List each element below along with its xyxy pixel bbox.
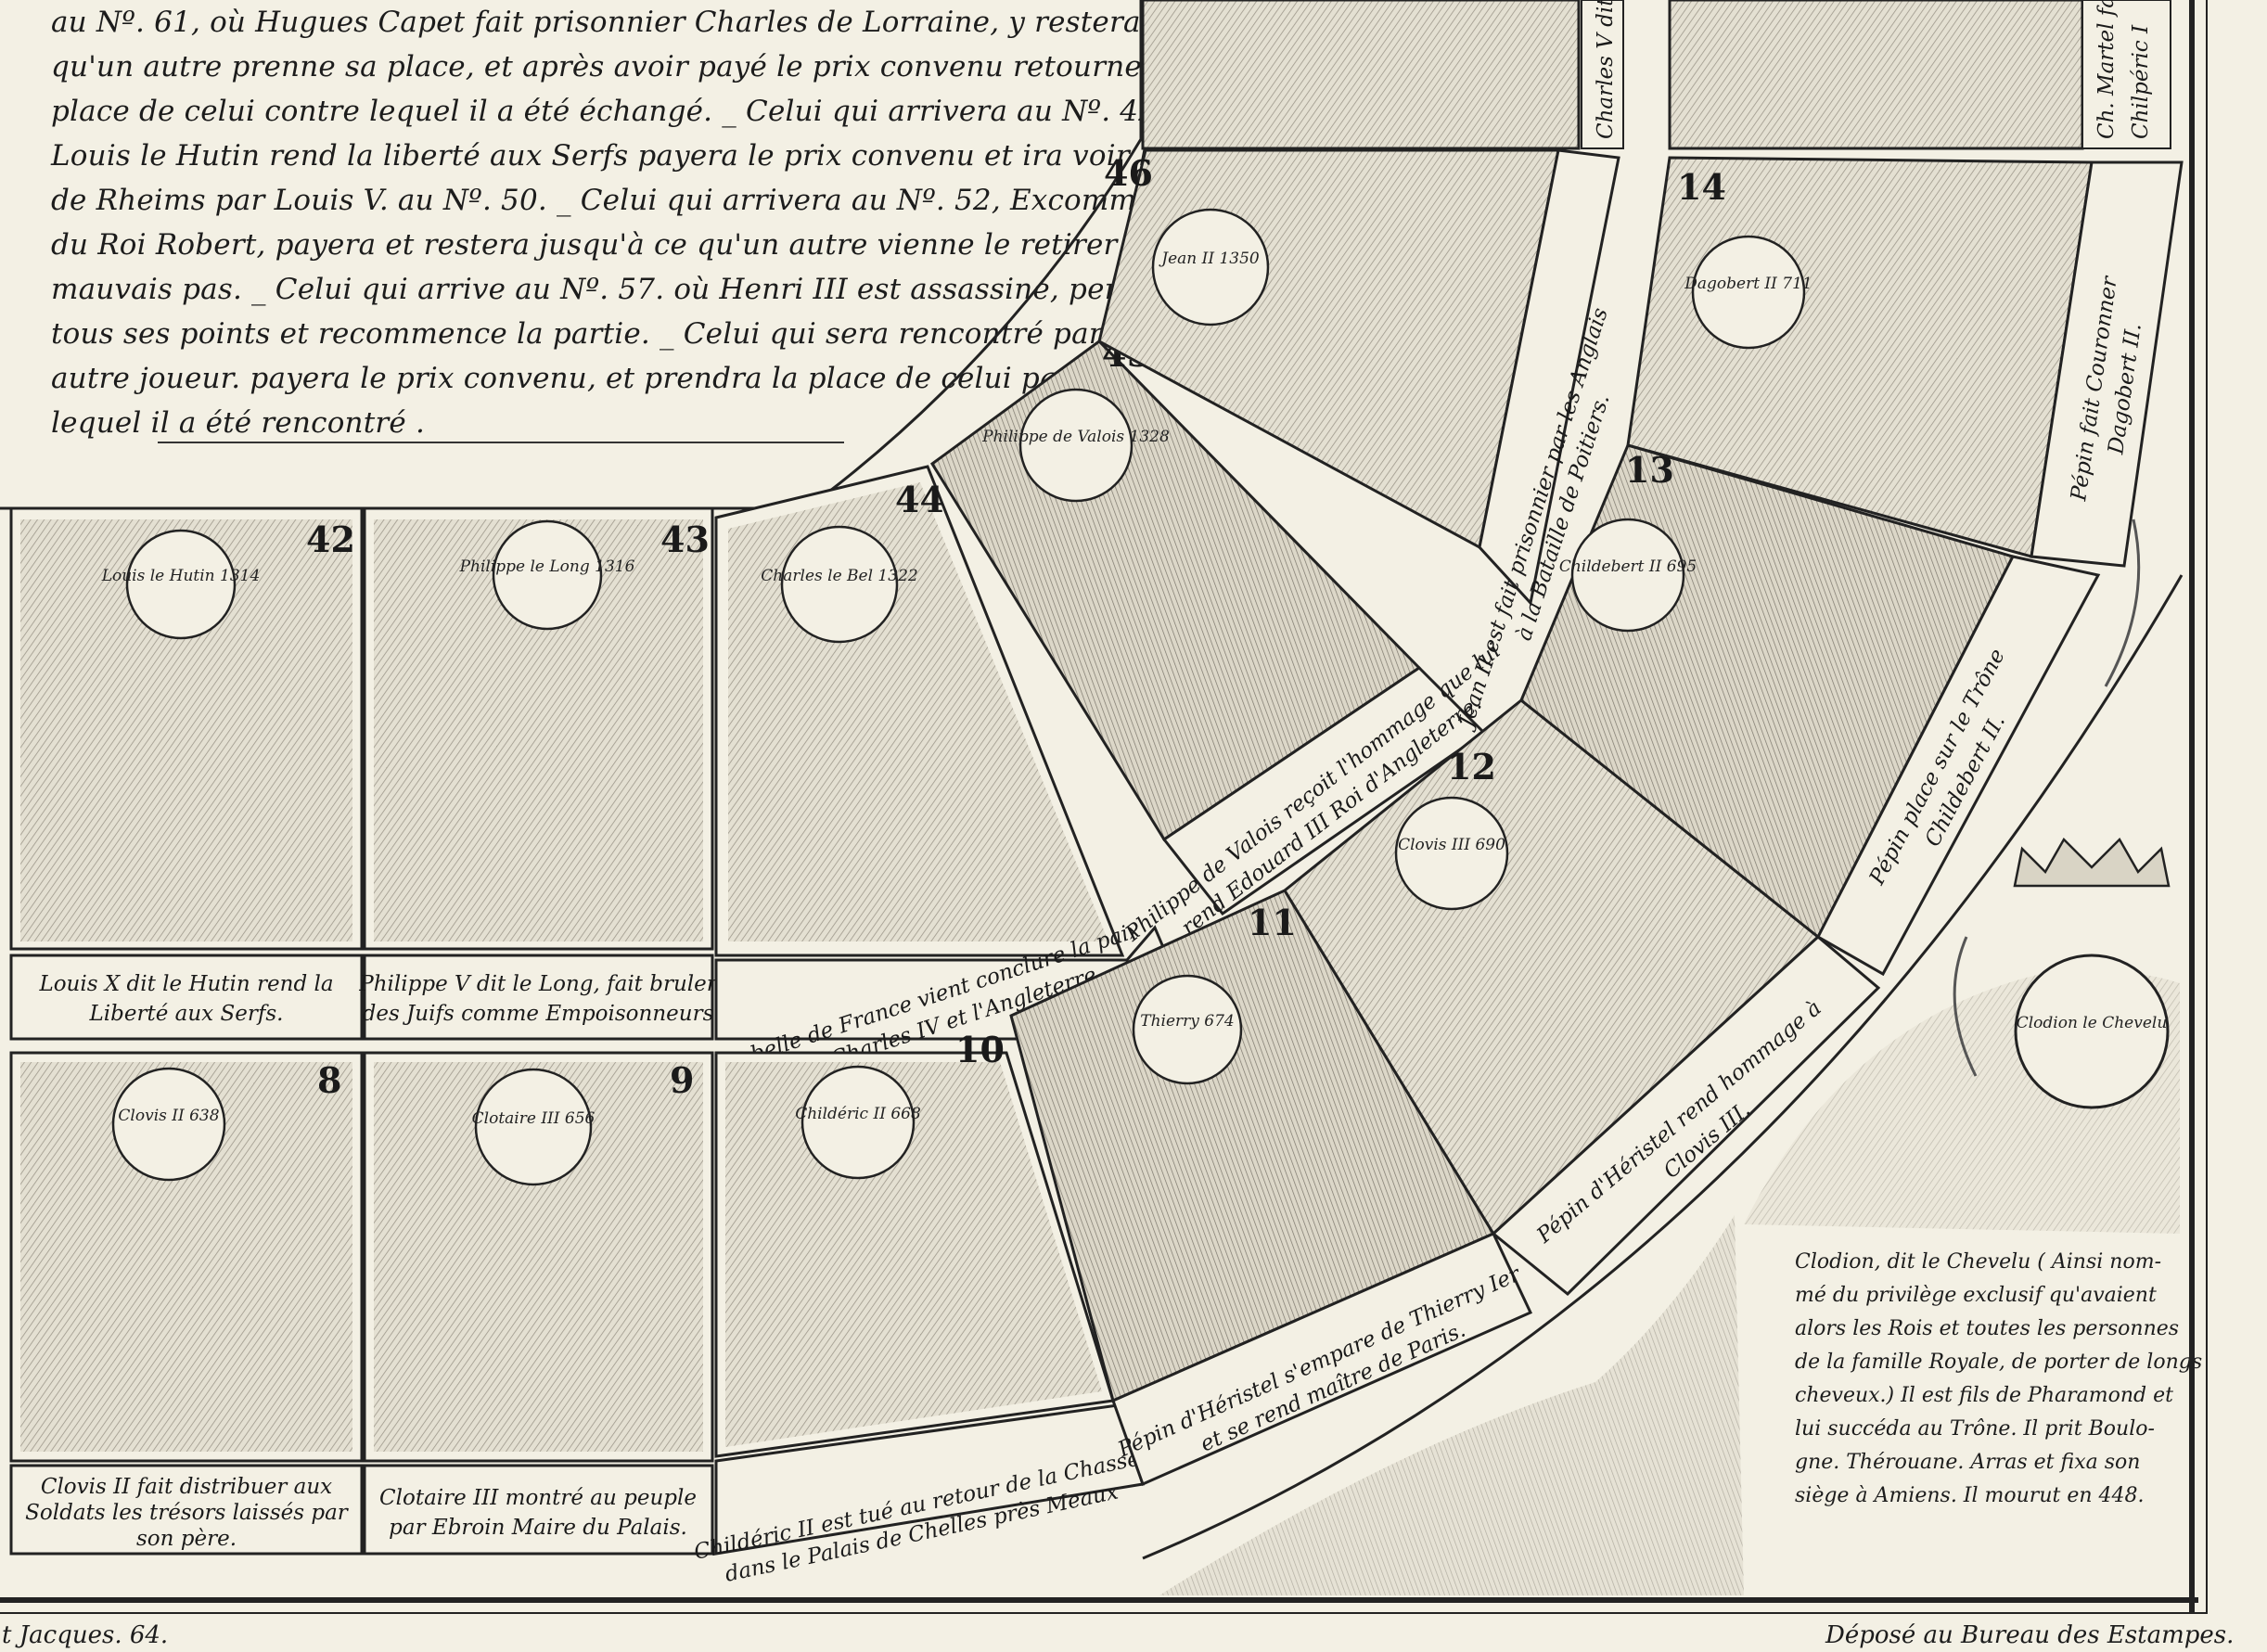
king-medallion [1394, 796, 1509, 911]
rules-line: tous ses points et recommence la partie.… [51, 317, 1150, 351]
medallion-label: Louis le Hutin 1314 [101, 567, 261, 585]
king-medallion [2014, 954, 2170, 1109]
rules-line: place de celui contre lequel il a été éc… [51, 95, 1203, 128]
rules-line: au Nº. 61, où Hugues Capet fait prisonni… [51, 6, 1299, 39]
crown-icon [2013, 837, 2171, 888]
king-medallion [800, 1065, 916, 1180]
clodion-line: Clodion, dit le Chevelu ( Ainsi nom- [1795, 1250, 2162, 1274]
medallion-label: Charles le Bel 1322 [761, 567, 917, 585]
cell-caption: Clotaire III montré au peuple [379, 1486, 697, 1510]
cell-number: 9 [670, 1059, 694, 1101]
rules-text: au Nº. 61, où Hugues Capet fait prisonni… [51, 0, 1299, 445]
cell-number: 43 [660, 519, 710, 560]
king-medallion [125, 529, 237, 640]
rules-line: Louis le Hutin rend la liberté aux Serfs… [51, 139, 1252, 173]
cell-12[interactable]: Clovis III 690 12 Pépin d'Héristel rend … [1283, 698, 1881, 1297]
cell-caption: Clovis II fait distribuer aux [41, 1475, 332, 1499]
top-cell-right: Ch. Martel fa Chilpéric I [1668, 0, 2171, 150]
medallion-label: Philippe de Valois 1328 [981, 428, 1170, 446]
clodion-line: lui succéda au Trône. Il prit Boulo- [1795, 1417, 2155, 1441]
laurel-icon [1953, 936, 1978, 1077]
divider-line [158, 442, 844, 443]
frame-border [2189, 0, 2195, 1612]
medallion-label: Childéric II 668 [795, 1105, 921, 1123]
cell-42[interactable]: Louis le Hutin 1314 42 Louis X dit le Hu… [9, 506, 364, 1041]
clodion-line: de la famille Royale, de porter de longs [1795, 1351, 2203, 1374]
medallion-label: Childebert II 695 [1559, 557, 1697, 576]
clodion-line: gne. Thérouane. Arras et fixa son [1795, 1451, 2141, 1474]
frame-border [0, 1597, 2198, 1603]
king-medallion [492, 519, 603, 631]
clodion-line: siège à Amiens. Il mourut en 448. [1795, 1484, 2145, 1507]
rules-line: du Roi Robert, payera et restera jusqu'à… [51, 228, 1206, 262]
cell-number: 10 [955, 1029, 1005, 1070]
cell-caption: par Ebroin Maire du Palais. [389, 1516, 687, 1540]
cell-caption: Liberté aux Serfs. [89, 1002, 284, 1026]
cell-number: 46 [1104, 152, 1153, 194]
king-medallion [1570, 518, 1685, 633]
medallion-label: Clodion le Chevelu [2017, 1014, 2168, 1032]
rules-line: de Rheims par Louis V. au Nº. 50. _ Celu… [51, 184, 1274, 217]
cell-number: 12 [1447, 746, 1496, 788]
cell-caption: Louis X dit le Hutin rend la [38, 972, 333, 996]
cell-number: 11 [1248, 902, 1297, 943]
cell-number: 44 [895, 479, 944, 520]
medallion-label: Philippe le Long 1316 [459, 557, 635, 576]
king-medallion [1018, 388, 1134, 503]
king-medallion [780, 525, 899, 644]
medallion-label: Dagobert II 711 [1684, 275, 1812, 293]
king-medallion [1691, 235, 1806, 350]
clodion-description: Clodion, dit le Chevelu ( Ainsi nom- mé … [1795, 1246, 2203, 1513]
cell-caption: son père. [136, 1527, 237, 1551]
track-outer-edge [1142, 574, 2184, 1560]
cell-caption: Ch. Martel fa [2094, 0, 2119, 139]
rules-line: autre joueur. payera le prix convenu, et… [51, 362, 1071, 395]
frame-border [0, 1612, 2208, 1614]
medallion-label: Clovis II 638 [118, 1107, 219, 1125]
imprint-deposit: Déposé au Bureau des Estampes. [1825, 1621, 2235, 1649]
cell-10[interactable]: Childéric II 668 10 Childéric II est tué… [692, 1029, 1145, 1587]
cell-caption: Soldats les trésors laissés par [25, 1501, 350, 1525]
king-medallion [474, 1068, 593, 1186]
medallion-label: Jean II 1350 [1159, 250, 1260, 268]
cell-43[interactable]: Philippe le Long 1316 43 Philippe V dit … [358, 506, 719, 1041]
cell-number: 14 [1677, 166, 1726, 208]
clodion-line: cheveux.) Il est fils de Pharamond et [1795, 1384, 2173, 1407]
king-medallion [1132, 974, 1243, 1085]
medallion-label: Thierry 674 [1140, 1012, 1235, 1031]
cell-8[interactable]: Clovis II 638 8 Clovis II fait distribue… [9, 1051, 364, 1556]
top-cell-left: Charles V dit [1141, 0, 1624, 150]
clodion-line: alors les Rois et toutes les personnes [1795, 1317, 2180, 1340]
imprint-address: t Jacques. 64. [2, 1621, 169, 1649]
rules-line: lequel il a été rencontré . [51, 406, 426, 440]
cell-caption: des Juifs comme Empoisonneurs [363, 1002, 714, 1026]
medallion-label: Clotaire III 656 [472, 1109, 596, 1128]
cell-caption: Charles V dit [1594, 0, 1618, 139]
rules-line: mauvais pas. _ Celui qui arrive au Nº. 5… [51, 273, 1137, 306]
rules-line: qu'un autre prenne sa place, et après av… [51, 50, 1236, 83]
king-medallion [1151, 208, 1270, 327]
track-inner-edge [0, 0, 1143, 510]
frame-border [2206, 0, 2208, 1612]
laurel-icon [2104, 519, 2141, 687]
cell-9[interactable]: Clotaire III 656 9 Clotaire III montré a… [363, 1051, 714, 1556]
king-medallion [111, 1067, 226, 1182]
cell-13[interactable]: Childebert II 695 13 Pépin place sur le … [1519, 443, 2101, 977]
cell-number: 42 [306, 519, 355, 560]
medallion-label: Clovis III 690 [1398, 836, 1505, 854]
clodion-line: mé du privilège exclusif qu'avaient [1795, 1284, 2157, 1307]
cell-14[interactable]: Dagobert II 711 14 Pépin fait Couronner … [1626, 156, 2184, 568]
cell-number: 8 [317, 1059, 341, 1101]
clodion-vignette: Clodion le Chevelu [1159, 519, 2180, 1595]
cell-caption: Chilpéric I [2129, 24, 2153, 139]
cell-caption: Philippe V dit le Long, fait bruler [358, 972, 718, 996]
